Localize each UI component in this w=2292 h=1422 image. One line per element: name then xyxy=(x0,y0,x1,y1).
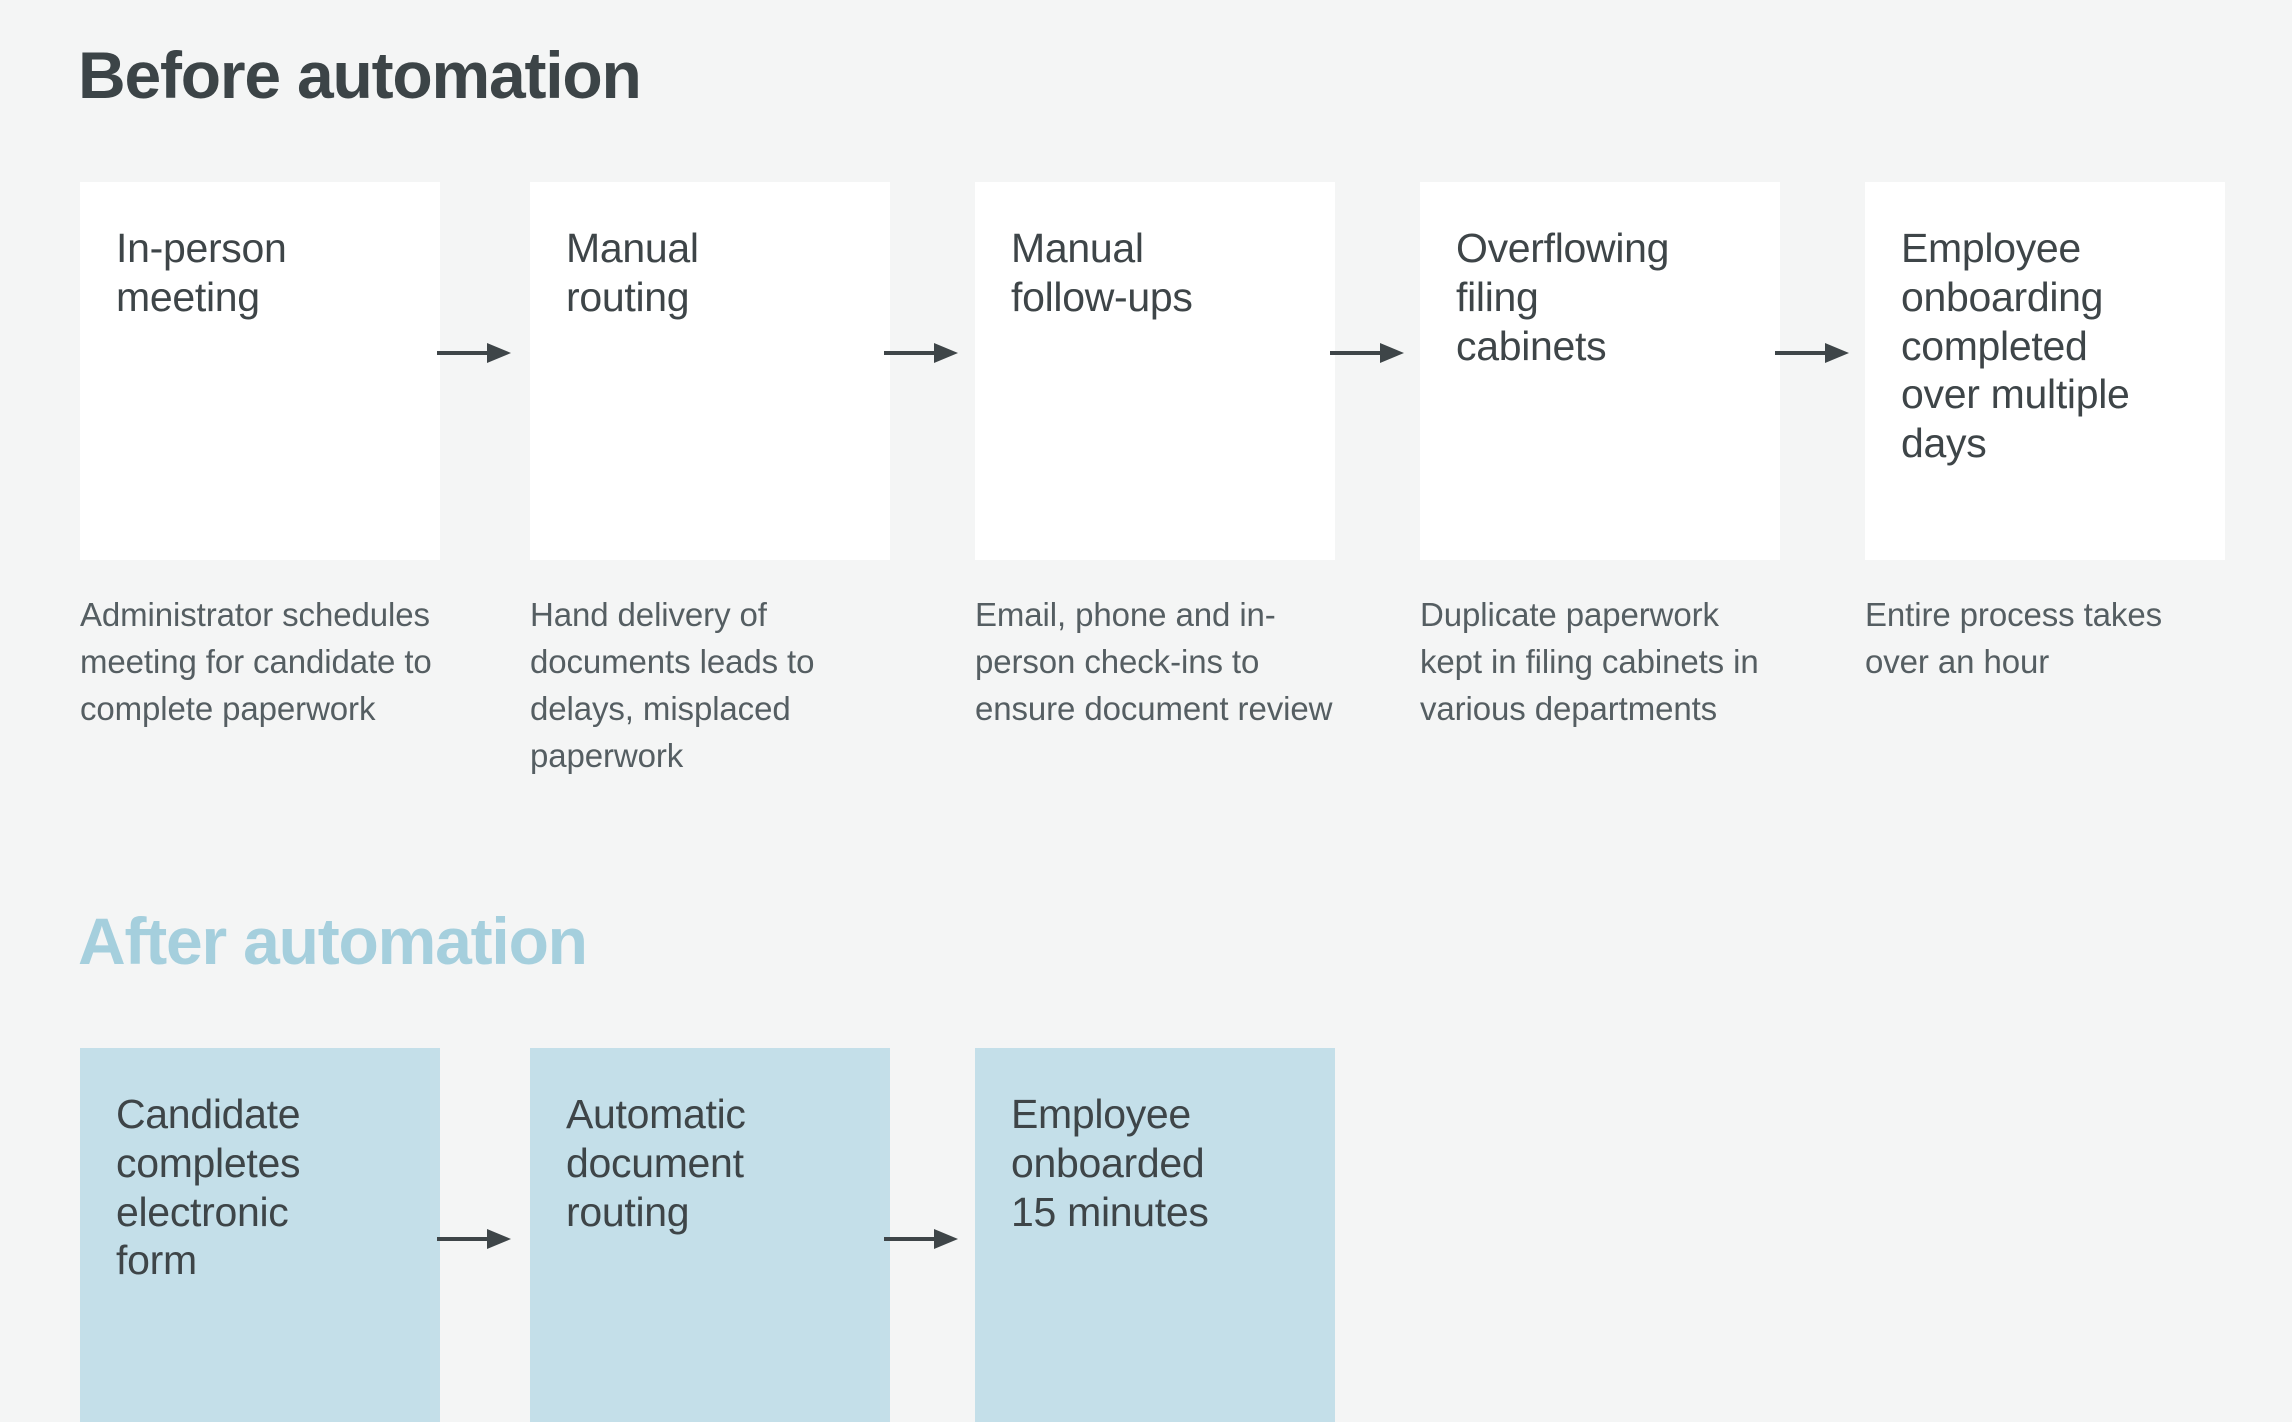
flow-step-automatic-document-routing: Automatic document routing xyxy=(530,1048,890,1422)
step-box: In-person meeting xyxy=(80,182,440,560)
flow-step-manual-follow-ups: Manual follow-ups Email, phone and in-pe… xyxy=(975,182,1335,727)
step-caption: Duplicate paperwork kept in filing cabin… xyxy=(1420,596,1759,727)
step-box: Candidate completes electronic form xyxy=(80,1048,440,1422)
flow-step-manual-routing: Manual routing Hand delivery of document… xyxy=(530,182,890,774)
flow-step-in-person-meeting: In-person meeting Administrator schedule… xyxy=(80,182,440,727)
flow-step-employee-onboarded-15-minutes: Employee onboarded 15 minutes xyxy=(975,1048,1335,1422)
step-title: Candidate completes electronic form xyxy=(116,1091,301,1284)
flow-step-overflowing-filing-cabinets: Overflowing filing cabinets Duplicate pa… xyxy=(1420,182,1780,727)
flow-row-before: In-person meeting Administrator schedule… xyxy=(0,182,2292,822)
flow-row-after: Candidate completes electronic form Auto… xyxy=(0,1048,2292,1422)
arrow-right-icon xyxy=(884,340,958,366)
step-box: Manual follow-ups xyxy=(975,182,1335,560)
step-box: Employee onboarding completed over multi… xyxy=(1865,182,2225,560)
step-box: Overflowing filing cabinets xyxy=(1420,182,1780,560)
page-title-before-automation: Before automation xyxy=(78,38,642,112)
flow-step-employee-onboarding-completed: Employee onboarding completed over multi… xyxy=(1865,182,2225,680)
arrow-right-icon xyxy=(1330,340,1404,366)
step-title: Manual follow-ups xyxy=(1011,225,1193,320)
step-box: Manual routing xyxy=(530,182,890,560)
step-caption: Entire process takes over an hour xyxy=(1865,596,2162,680)
step-box: Employee onboarded 15 minutes xyxy=(975,1048,1335,1422)
step-caption: Email, phone and in-person check-ins to … xyxy=(975,596,1333,727)
arrow-right-icon xyxy=(437,340,511,366)
step-title: In-person meeting xyxy=(116,225,287,320)
arrow-right-icon xyxy=(884,1226,958,1252)
step-caption: Administrator schedules meeting for cand… xyxy=(80,596,432,727)
page-title-after-automation: After automation xyxy=(78,904,588,978)
step-title: Automatic document routing xyxy=(566,1091,746,1235)
step-title: Employee onboarded 15 minutes xyxy=(1011,1091,1209,1235)
step-title: Overflowing filing cabinets xyxy=(1456,225,1670,369)
flow-step-candidate-completes-electronic-form: Candidate completes electronic form xyxy=(80,1048,440,1422)
step-caption: Hand delivery of documents leads to dela… xyxy=(530,596,815,774)
step-title: Employee onboarding completed over multi… xyxy=(1901,225,2130,467)
step-box: Automatic document routing xyxy=(530,1048,890,1422)
arrow-right-icon xyxy=(1775,340,1849,366)
step-title: Manual routing xyxy=(566,225,699,320)
arrow-right-icon xyxy=(437,1226,511,1252)
